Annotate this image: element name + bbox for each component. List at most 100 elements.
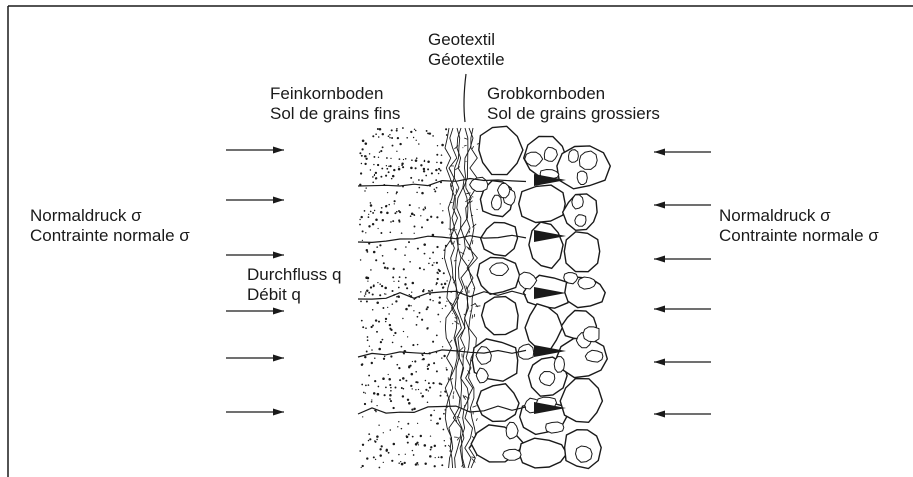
fine-grain-dot [433,262,434,263]
fine-grain-dot [427,368,429,370]
fine-grain-dot [438,173,440,175]
fine-grain-dot [379,283,381,285]
fine-grain-dot [434,445,436,447]
fine-grain-dot [423,170,425,172]
fine-grain-dot [401,232,403,234]
fine-grain-dot [386,157,388,159]
fine-grain-dot [418,389,419,390]
fine-grain-dot [396,296,398,298]
fine-grain-dot [411,373,414,376]
geotextile-fiber-cross [472,197,473,198]
fine-grain-dot [361,384,363,386]
fine-grain-dot [408,433,410,435]
fine-grain-dot [365,327,367,329]
fine-grain-dot [405,246,407,248]
fine-grain-dot [376,439,378,441]
fine-grain-dot [365,142,368,145]
fine-grain-dot [441,464,443,466]
fine-grain-dot [402,377,405,380]
fine-grain-dot [430,449,432,451]
fine-grain-dot [359,152,361,154]
fine-grain-dot [401,346,403,348]
fine-grain-dot [365,158,367,160]
fine-grain-dot [436,246,438,248]
geotextile-fiber [445,128,454,468]
fine-grain-dot [439,270,441,272]
fine-grain-dot [372,135,374,137]
geotextile-fiber [449,128,458,468]
fine-grain-dot [401,428,403,430]
geotextile-fiber-cross [472,240,473,244]
fine-grain-dot [410,365,412,367]
fine-grain-dot [407,399,409,401]
fine-grain-dot [405,158,407,160]
fine-grain-dot [405,277,407,279]
fine-grain-dot [364,356,366,358]
fine-grain-dot [410,167,413,170]
fine-grain-dot [443,355,445,357]
fine-grain-dot [382,307,384,309]
fine-grain-dot [383,462,384,463]
fine-grain-dot [441,144,444,147]
fine-grain-dot [417,423,418,424]
fine-grain-dot [383,432,384,433]
fine-grain-dot [393,169,395,171]
fine-grain-dot [390,390,392,392]
fine-grain-dot [384,394,386,396]
fine-grain-dot [371,326,373,328]
geotextile-fiber-cross [472,315,473,319]
fine-grain-dot [409,204,411,206]
fine-grain-dot [365,385,367,387]
fine-grain-dot [392,220,394,222]
fine-grain-dot [386,168,388,170]
coarse-grain [479,126,523,174]
fine-grain-dot [423,209,425,211]
fine-grain-dot [428,382,430,384]
fine-grain-dot [411,292,412,293]
normal-pressure-right-label: Normaldruck σ Contrainte normale σ [719,206,879,246]
fine-grain-dot [441,357,442,358]
fine-grain-dot [416,140,417,141]
right-pressure-arrow-head [654,306,665,313]
geotextile-fiber-cross [474,314,475,317]
fine-grain-dot [411,409,413,411]
fine-grain-dot [364,190,365,191]
fine-grain-dot [372,293,374,295]
fine-grain-dot [412,361,413,362]
fine-grain-dot [393,443,396,446]
fine-grain-dot [432,341,434,343]
fine-grain-dot [398,219,400,221]
normal-pressure-left-label: Normaldruck σ Contrainte normale σ [30,206,190,246]
geotextile-fiber-cross [464,145,467,146]
fine-grain-dot [406,436,408,438]
fine-grain-dot [382,219,384,221]
small-grain [575,215,586,227]
fine-grain-dot [419,312,421,314]
fine-grain-dot [389,398,391,400]
fine-grain-dot [442,308,443,309]
fine-grain-dot [405,308,408,311]
fine-grain-dot [434,410,435,411]
fine-grain-dot [387,192,388,193]
fine-grain-dot [429,258,431,260]
fine-grain-dot [386,205,388,207]
fine-grain-dot [427,160,430,163]
fine-grain-dot [397,426,398,427]
geotextile-fiber-cross [464,138,467,139]
geotextile-fiber-cross [466,286,467,290]
fine-grain-dot [384,293,385,294]
fine-grain-dot [366,289,368,291]
fine-grain-dot [392,407,394,409]
fine-grain-dot [434,190,436,192]
fine-grain-dot [428,364,430,366]
fine-grain-dot [431,290,433,292]
right-pressure-arrow-head [654,256,665,263]
fine-grain-dot [364,163,366,165]
left-pressure-arrow-head [273,355,284,362]
fine-grain-dot [423,243,426,246]
coarse-grain [481,222,518,256]
fine-grain-dot [437,314,439,316]
fine-grain-dot [364,295,366,297]
geotextile-label-de: Geotextil [428,30,505,50]
fine-grain-dot [399,276,401,278]
